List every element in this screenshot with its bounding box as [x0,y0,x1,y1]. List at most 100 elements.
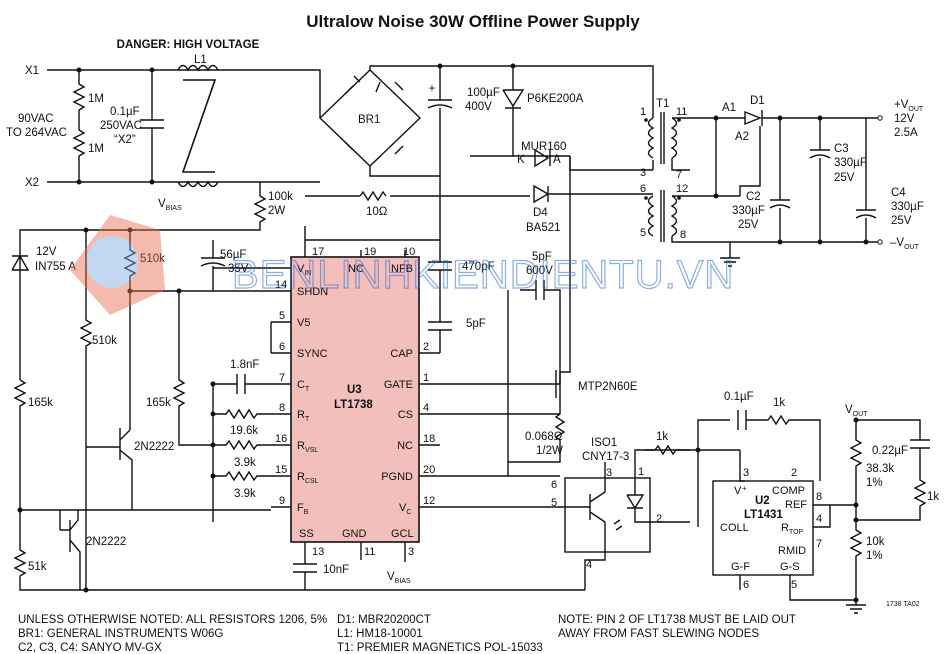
note-mid-3: T1: PREMIER MAGNETICS POL-15033 [337,642,543,654]
u3-gnd-label: GND [342,528,367,540]
u3-pin10-num: 10 [403,246,415,258]
c2-value: 330µF [732,205,765,217]
u3-pin20-num: 20 [423,464,435,476]
schematic-title: Ultralow Noise 30W Offline Power Supply [306,12,640,31]
u3-nc-top-label: NC [348,263,364,275]
c4-value: 330µF [891,201,924,213]
r-510k-a-label: 510k [140,253,165,265]
u2-rtop-label: RTOP [781,522,804,536]
u3-fb-label: FB [297,502,309,516]
u3-gate-label: GATE [384,379,413,391]
u3-pin17-num: 17 [312,246,324,258]
u3-pin14-num: 14 [275,279,287,291]
mtp-label: MTP2N60E [578,381,638,393]
u3-v5-label: V5 [297,317,310,329]
u2-gf-label: G-F [731,561,750,573]
u3-rvsl-label: RVSL [297,440,318,454]
u3-peripherals [130,156,571,590]
r-19k6-label: 19.6k [230,425,258,437]
opto-pin-4: 4 [586,559,592,571]
r-165k-a-label: 165k [28,397,53,409]
u3-ss-label: SS [299,528,314,540]
r-100k-power: 2W [268,205,285,217]
u2-pin6: 6 [743,579,749,591]
p6ke-label: P6KE200A [527,93,584,105]
u3-cap-label: CAP [390,348,413,360]
u3-pin5-num: 5 [279,310,285,322]
capacitor-x2 [140,70,164,182]
u3-lt1738-body [290,256,420,543]
u3-cs-label: CS [398,409,413,421]
c-470p-label: 470pF [462,261,495,273]
inductor-l1 [177,64,219,188]
r-1k-c-label: 1k [927,491,939,503]
c4-voltage: 25V [891,215,912,227]
t1-pin-3: 3 [640,167,646,179]
output-section [716,110,883,267]
u2-pin3: 3 [743,467,749,479]
u3-pin13-num: 13 [312,546,324,558]
r-10k-label: 10k [866,536,885,548]
u3-pin1-num: 1 [423,372,429,384]
u3-vin-label: VIN [297,263,311,277]
vout-current: 2.5A [894,127,918,139]
zener-type: IN755 A [35,261,76,273]
r-510k-b-label: 510k [92,335,117,347]
q-2n2222-a-label: 2N2222 [134,441,174,453]
c-5p-600-value: 5pF [532,251,552,263]
mur-k-label: K [517,154,525,166]
input-range-1: 90VAC [18,113,54,125]
t1-pin-11: 11 [676,106,687,118]
c-0u22-label: 0.22µF [872,445,908,457]
u2-lt1431-body [712,480,814,576]
u3-vc-label: VC [399,502,411,516]
u3-gcl-label: GCL [391,528,414,540]
vout-neg-label: –VOUT [890,237,920,251]
c-5p-600-voltage: 600V [526,265,553,277]
r-51k-label: 51k [28,561,47,573]
u2-pin8: 8 [816,491,822,503]
u3-rt-label: RT [297,409,310,423]
vbias-label: VBIAS [158,198,182,212]
u2-name: U2 [755,495,770,507]
figure-code: 1738 TA02 [886,601,920,608]
clamp-diodes [305,63,654,204]
x2-label: X2 [25,177,39,189]
r-1m-bottom-label: 1M [88,143,104,155]
u3-nc-right-label: NC [397,440,413,452]
note-left-2: BR1: GENERAL INSTRUMENTS W06G [18,628,223,640]
note-left-3: C2, C3, C4: SANYO MV-GX [18,642,162,654]
mur-a-label: A [553,154,561,166]
bulk-plus: + [429,83,436,95]
input-filter [47,64,321,188]
watermark-text: BENLINHKIENDIENTU.VN [232,253,734,297]
r-38k3-label: 38.3k [866,463,894,475]
u3-pin15-num: 15 [275,464,287,476]
transformer-t1 [644,112,880,243]
t1-pin-5: 5 [640,227,646,239]
iso1-name: ISO1 [591,437,617,449]
r-10k-tol: 1% [866,550,883,562]
t1-pin-12: 12 [676,183,688,195]
opto-pin-6: 6 [551,479,557,491]
u2-comp-label: COMP [772,485,805,497]
opto-pin-1: 1 [638,466,644,478]
a1-label: A1 [722,102,736,114]
resistor-100k [253,182,267,226]
t1-pin-6: 6 [640,183,646,195]
bridge-rectifier [318,63,443,177]
c2-name: C2 [746,191,761,203]
c-x2-voltage: 250VAC [100,120,142,132]
note-right-1: NOTE: PIN 2 OF LT1738 MUST BE LAID OUT [558,614,796,626]
u3-pin11-num: 11 [364,546,375,558]
r-1m-top-label: 1M [88,93,104,105]
r-10ohm-label: 10Ω [366,206,388,218]
bulk-capacitor [19,65,654,252]
opto-pin-5: 5 [551,497,557,509]
r-1k-b-label: 1k [773,397,785,409]
u3-pins [271,240,560,562]
u2-rmid-label: RMID [778,545,806,557]
t1-label: T1 [656,98,669,110]
l1-label: L1 [194,54,207,66]
